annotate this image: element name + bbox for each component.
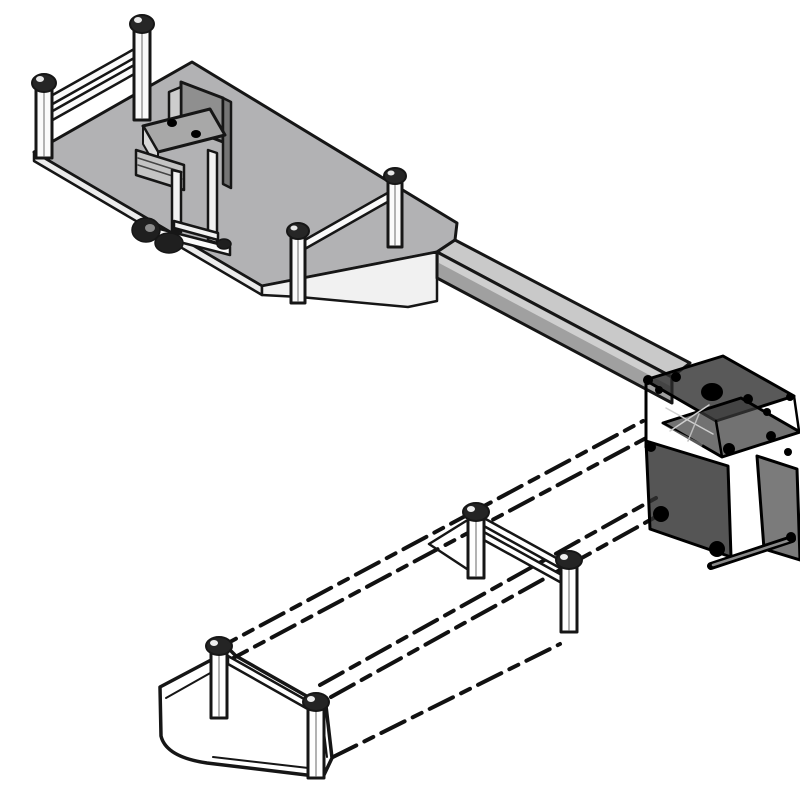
block-step-hole-1 xyxy=(723,443,735,455)
block-hole-small-4 xyxy=(763,408,771,416)
post-right-back-cap xyxy=(383,167,407,185)
bracket-leg-right xyxy=(206,148,219,245)
post-d-cap-highlight xyxy=(560,554,568,560)
post-right-back-cap-highlight xyxy=(387,170,395,176)
block-inner-line-2 xyxy=(669,404,710,432)
block-hole-big xyxy=(701,383,723,401)
post-c-cap xyxy=(462,502,490,522)
block-bolt-front-left xyxy=(653,506,669,522)
block-corner-dot-1 xyxy=(643,375,653,385)
post-d-cap xyxy=(555,550,583,570)
bracket-crossbar xyxy=(172,219,220,242)
block-hole-small-3 xyxy=(743,394,753,404)
block-step-hole-3 xyxy=(784,448,792,456)
block-step-hole-2 xyxy=(766,431,776,441)
phantom-edge-front-bottom xyxy=(329,512,663,699)
bracket-leg-left xyxy=(170,168,183,234)
block-corner-dot-2 xyxy=(786,393,794,401)
beam-top-face xyxy=(435,238,692,379)
block-front-plate xyxy=(644,439,733,559)
bracket-foot-left-highlight xyxy=(145,224,155,232)
beam-front-highlight xyxy=(439,255,670,386)
post-c-brace xyxy=(427,519,469,571)
block-inner-line-1 xyxy=(665,407,714,435)
bracket-hole-left xyxy=(167,119,177,127)
post-right-front-cap-highlight xyxy=(290,225,298,231)
block-step-edge-mid xyxy=(714,419,724,459)
bracket-foot-right xyxy=(216,238,232,250)
phantom-edge-front-top xyxy=(318,496,658,687)
block-hole-small-1 xyxy=(671,372,681,382)
block-hole-small-2 xyxy=(655,386,663,394)
phantom-edge-back-top xyxy=(211,419,645,653)
post-left-back-cap xyxy=(129,14,155,34)
bracket-hole-right xyxy=(191,130,201,138)
post-b-cap-highlight xyxy=(307,696,315,702)
block-see-through-streak xyxy=(651,420,703,453)
phantom-edge-lower xyxy=(331,642,562,759)
block-dot-front-corner xyxy=(646,442,656,452)
bracket-foot-mid xyxy=(154,232,184,254)
block-rod-core xyxy=(711,538,792,567)
post-right-front-cap xyxy=(286,222,310,240)
block-step-edge-right xyxy=(792,394,800,433)
post-left-front-cap-highlight xyxy=(36,76,44,82)
tray-wall-inner-bottom xyxy=(212,756,318,770)
post-a-cap-highlight xyxy=(210,640,218,646)
post-a-cap xyxy=(205,636,233,656)
block-bolt-front-right xyxy=(709,541,725,557)
block-rod-end-cap xyxy=(786,532,796,542)
block-inner-line-3 xyxy=(687,413,700,442)
post-c-cap-highlight xyxy=(467,506,475,512)
post-b-cap xyxy=(302,692,330,712)
post-left-front-cap xyxy=(31,73,57,93)
post-left-back-cap-highlight xyxy=(134,17,142,23)
bracket-right-face xyxy=(221,96,233,190)
